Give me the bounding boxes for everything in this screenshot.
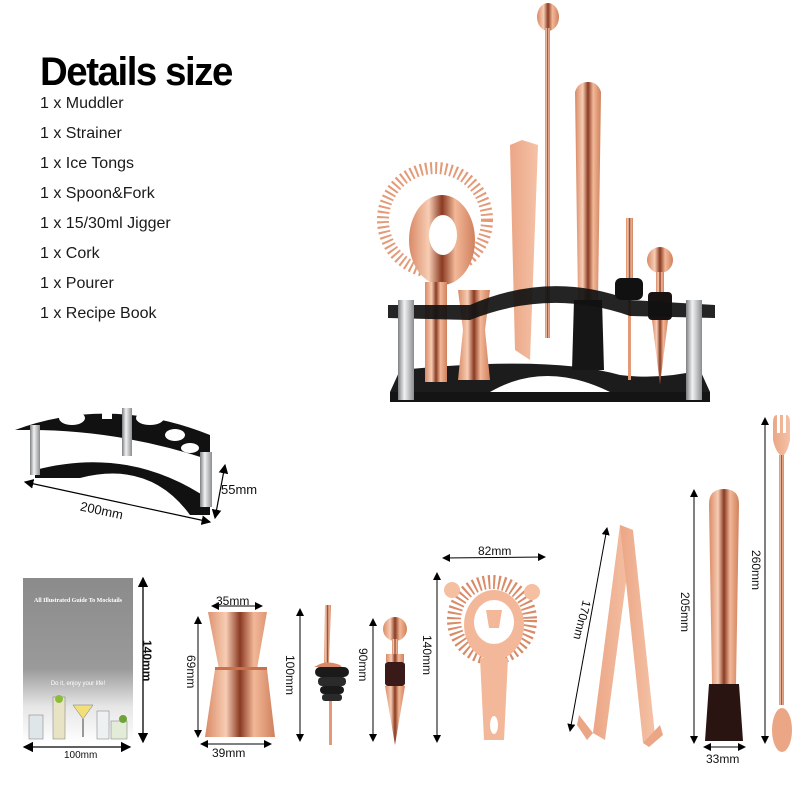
strainer-height-label: 140mm — [420, 635, 434, 676]
stand-height-label: 55mm — [221, 482, 258, 497]
list-item: 1 x Recipe Book — [40, 305, 157, 322]
recipe-book-height-label: 140mm — [140, 640, 154, 682]
contents-list: 1 x Muddler 1 x Strainer 1 x Ice Tongs 1… — [40, 92, 171, 332]
muddler-image — [705, 489, 743, 741]
stand-diagram — [15, 408, 229, 525]
product-hero-image — [377, 3, 715, 402]
cork-image — [383, 617, 407, 745]
recipe-book-tagline: Do it, enjoy your life! — [50, 681, 106, 687]
list-item: 1 x 15/30ml Jigger — [40, 215, 171, 232]
strainer-image — [444, 575, 540, 740]
muddler-width-label: 33mm — [706, 752, 740, 766]
spoon-fork-length-label: 260mm — [749, 550, 763, 591]
list-item: 1 x Pourer — [40, 275, 114, 292]
jigger-bottom-width-label: 39mm — [212, 746, 246, 760]
cork-height-label: 90mm — [356, 648, 370, 682]
pourer-image — [314, 605, 349, 745]
pourer-height-label: 100mm — [283, 655, 297, 696]
spoon-fork-image — [772, 415, 792, 752]
list-item: 1 x Spoon&Fork — [40, 185, 155, 202]
recipe-book-cover: All Illustrated Guide To Mocktails Do it… — [23, 578, 133, 743]
strainer-width-label: 82mm — [478, 544, 512, 558]
jigger-height-label: 69mm — [184, 655, 198, 689]
list-item: 1 x Cork — [40, 245, 100, 262]
list-item: 1 x Strainer — [40, 125, 122, 142]
recipe-book-title: All Illustrated Guide To Mocktails — [33, 598, 122, 604]
page-title: Details size — [40, 50, 233, 94]
muddler-length-label: 205mm — [678, 592, 692, 633]
jigger-image — [205, 612, 275, 737]
list-item: 1 x Ice Tongs — [40, 155, 134, 172]
jigger-top-width-label: 35mm — [216, 594, 250, 608]
cocktail-glasses-image — [28, 695, 128, 740]
ice-tongs-image — [577, 525, 663, 747]
list-item: 1 x Muddler — [40, 95, 124, 112]
recipe-book-width-label: 100mm — [64, 750, 98, 761]
